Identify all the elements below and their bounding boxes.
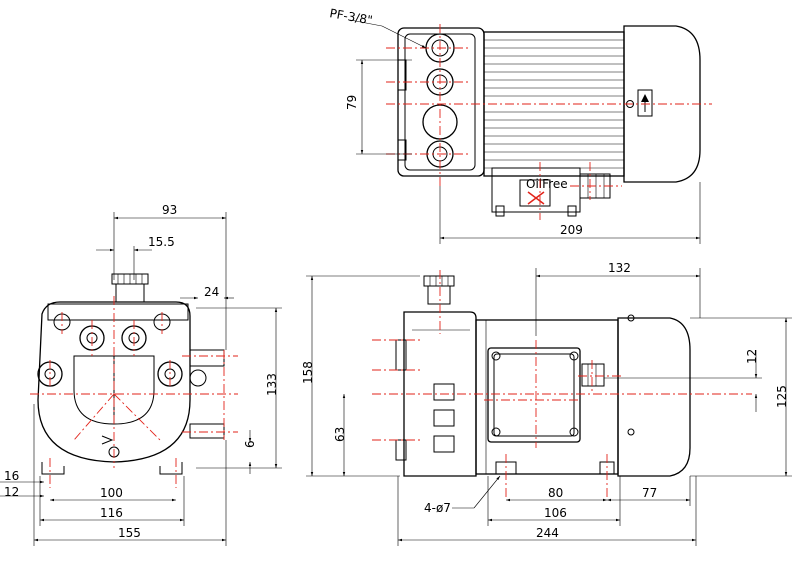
dim-12-right: 12: [745, 349, 759, 364]
dim-244: 244: [536, 526, 559, 540]
dim-80: 80: [548, 486, 563, 500]
dim-133: 133: [265, 373, 279, 396]
dim-15-5: 15.5: [148, 235, 175, 249]
dim-16: 16: [4, 469, 19, 483]
dim-77: 77: [642, 486, 657, 500]
oilfree-badge: [519, 179, 551, 207]
dim-132: 132: [608, 261, 631, 275]
side-motor-body: [475, 319, 619, 475]
side-inlet-flange: [423, 275, 455, 287]
oilfree-badge-text: OilFree: [526, 177, 568, 191]
dim-24: 24: [204, 285, 219, 299]
top-view: OilFree PF-3/8" 79 209: [328, 6, 712, 244]
top-motor-fins: [484, 39, 624, 169]
dim-63: 63: [333, 427, 347, 442]
front-foot-left: [41, 462, 65, 475]
dim-6: 6: [243, 440, 257, 448]
front-foot-right: [159, 462, 183, 475]
rotation-arrow-plate: [637, 89, 653, 117]
dim-100: 100: [100, 486, 123, 500]
front-pump-body: [37, 301, 191, 463]
dim-116: 116: [100, 506, 123, 520]
dim-106: 106: [544, 506, 567, 520]
dim-12: 12: [4, 485, 19, 499]
holes-label: 4-ø7: [424, 501, 451, 515]
port-label: PF-3/8": [328, 6, 373, 27]
front-view: 93 15.5 24 133 6 16 12 100 116 155: [0, 203, 282, 546]
side-view: 132 158 63 12 125 4-ø7 80 77 106 244: [301, 261, 792, 546]
dim-125: 125: [775, 385, 789, 408]
side-terminal-box: [487, 347, 581, 443]
dim-93: 93: [162, 203, 177, 217]
dim-158: 158: [301, 361, 315, 384]
top-fan-cover: [623, 25, 701, 183]
side-fan-cover: [617, 317, 691, 477]
side-cable-gland: [581, 363, 605, 387]
dim-155: 155: [118, 526, 141, 540]
dim-79: 79: [345, 95, 359, 110]
dim-209: 209: [560, 223, 583, 237]
